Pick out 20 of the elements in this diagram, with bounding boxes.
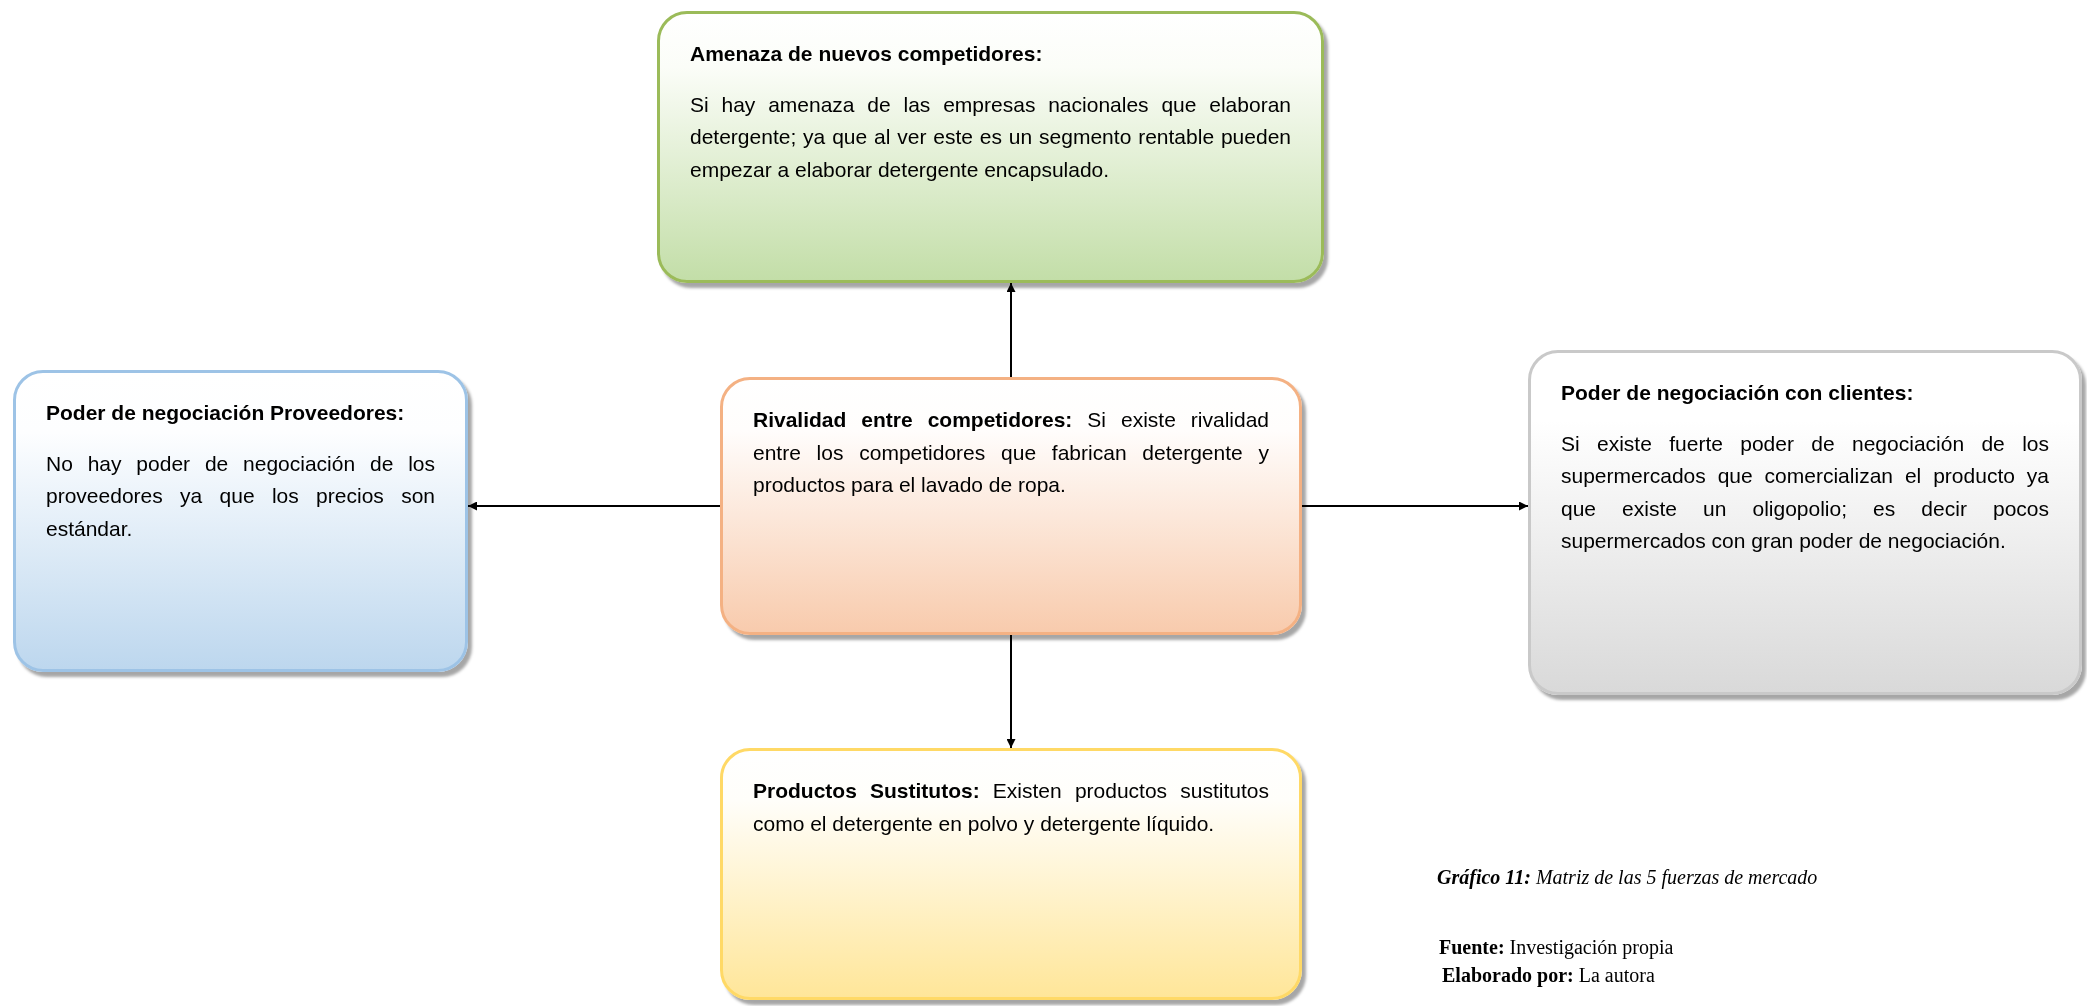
- source-note: Fuente: Investigación propia: [1439, 936, 1674, 959]
- box-heading: Poder de negociación Proveedores:: [46, 400, 406, 426]
- source-note: Elaborado por: La autora: [1442, 964, 1655, 987]
- figure-caption: Gráfico 11: Matriz de las 5 fuerzas de mercado: [1437, 866, 1818, 889]
- process-box: [13, 370, 468, 672]
- box-text: Productos Sustitutos: Existen productos sustitutos como el detergente en polvo y detergente líquido.: [753, 778, 1269, 837]
- process-box: [657, 11, 1324, 283]
- arrow: [1006, 634, 1016, 749]
- box-heading: Poder de negociación con clientes:: [1561, 380, 1915, 406]
- arrow: [467, 501, 721, 511]
- box-text: Si hay amenaza de las empresas nacionales que elaboran detergente; ya que al ver este es un segmento rentable pueden empezar a elaborar detergente encapsulado.: [690, 91, 1291, 183]
- arrow: [1301, 501, 1529, 511]
- arrow: [1006, 282, 1016, 378]
- box-text: Rivalidad entre competidores: Si existe rivalidad entre los competidores que fabrican detergente y productos para el lavado de ropa.: [753, 407, 1269, 499]
- process-box: [1528, 350, 2082, 695]
- box-heading: Amenaza de nuevos competidores:: [690, 41, 1044, 67]
- box-text: No hay poder de negociación de los proveedores ya que los precios son estándar.: [46, 450, 435, 542]
- process-box: [720, 748, 1302, 1000]
- process-box: [720, 377, 1302, 635]
- box-text: Si existe fuerte poder de negociación de los supermercados que comercializan el producto ya que existe un oligopolio; es decir pocos supermercados con gran poder de negociación.: [1561, 430, 2049, 555]
